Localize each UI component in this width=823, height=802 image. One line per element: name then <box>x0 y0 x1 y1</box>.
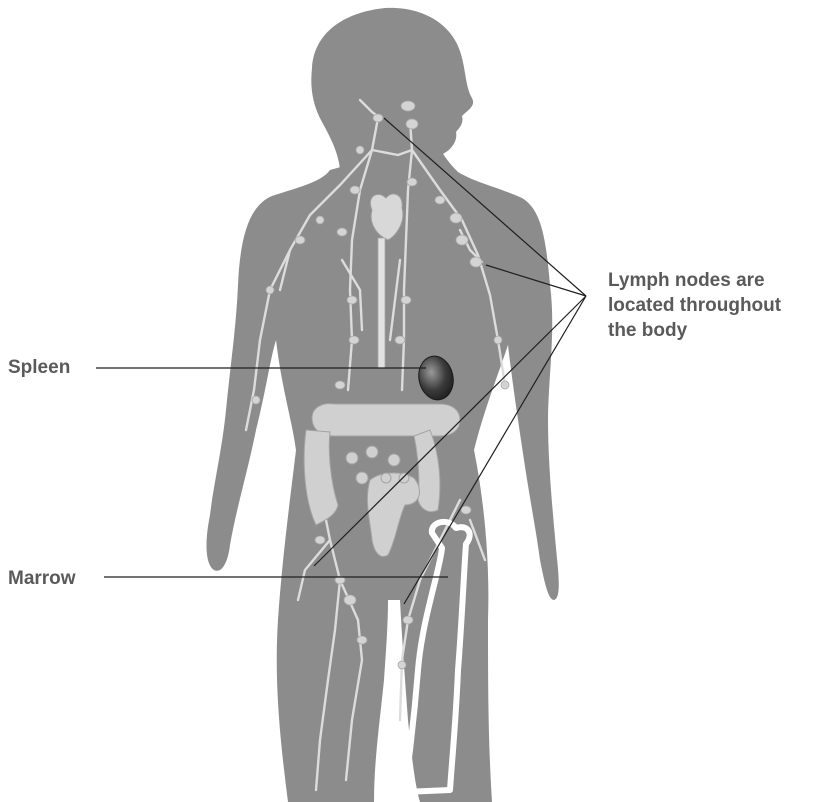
lymph-label-line: Lymph nodes are <box>608 268 823 293</box>
spleen-label: Spleen <box>8 355 70 380</box>
lymph-label-line: the body <box>608 318 823 343</box>
lymph-label-line: located throughout <box>608 293 823 318</box>
marrow-label: Marrow <box>8 566 76 591</box>
lymph-nodes-label: Lymph nodes are located throughout the b… <box>608 268 823 343</box>
